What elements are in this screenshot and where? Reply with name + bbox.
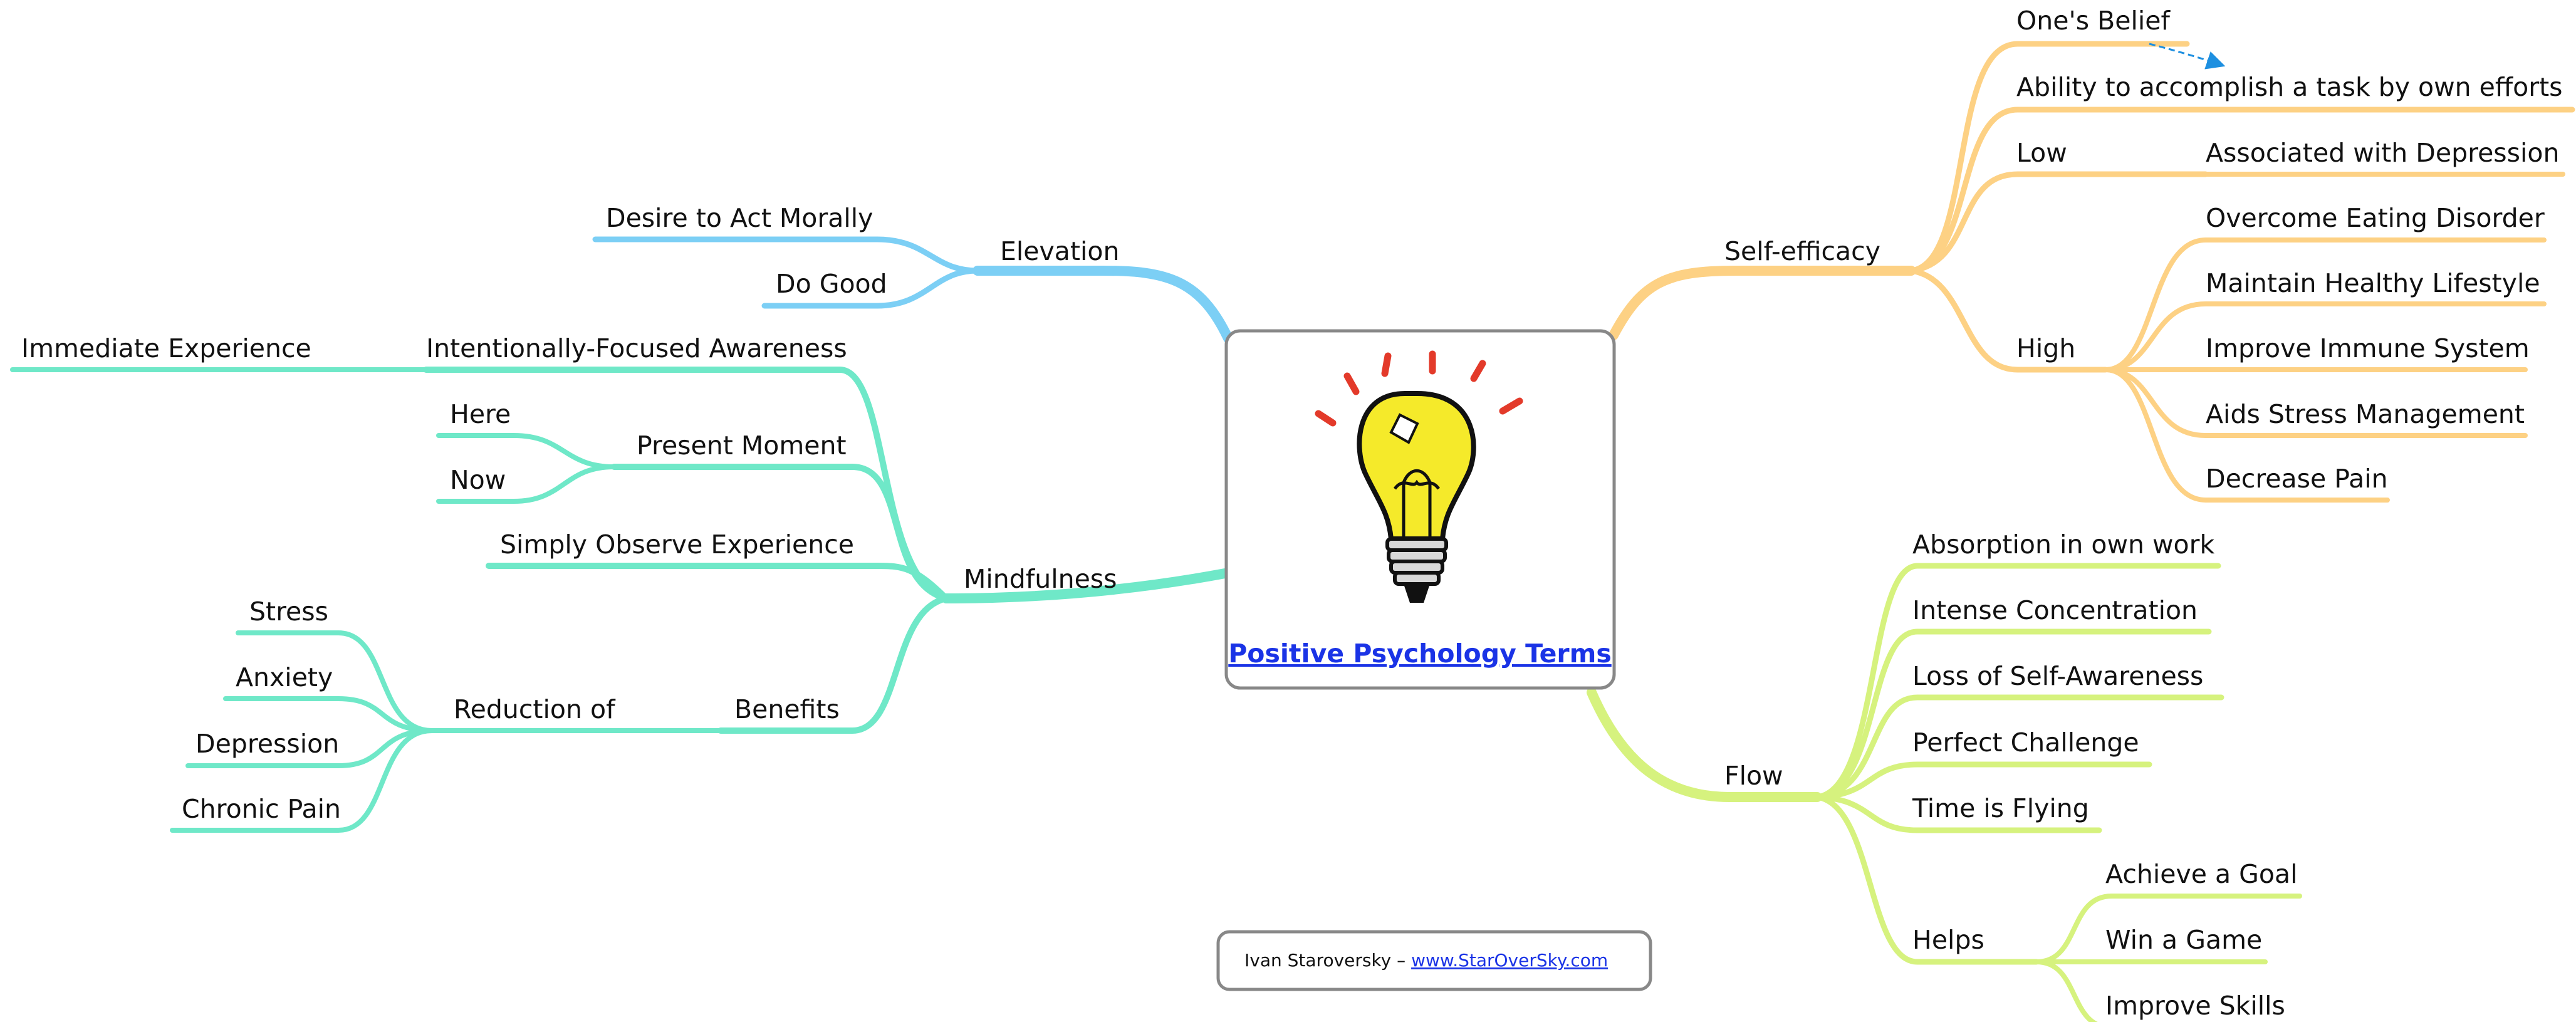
connector-self-awareness [1814, 694, 2224, 800]
topic-absorption[interactable]: Absorption in own work [1912, 529, 2214, 560]
credit-site-link[interactable]: www.StarOverSky.com [1411, 950, 1608, 971]
topic-ability[interactable]: Ability to accomplish a task by own effo… [2016, 72, 2563, 102]
topic-associated-with-depression[interactable]: Associated with Depression [2206, 138, 2559, 168]
topic-now[interactable]: Now [450, 465, 506, 495]
connector-benefits [717, 595, 949, 734]
connector-stress-mgmt [2103, 367, 2528, 438]
credit-author: Ivan Staroversky – [1244, 950, 1411, 971]
branch-flow [1587, 563, 2302, 1022]
topic-present-moment[interactable]: Present Moment [637, 430, 847, 461]
connector-belief [1908, 41, 2190, 274]
topic-here[interactable]: Here [450, 399, 511, 429]
connector-lifestyle [2103, 301, 2547, 372]
topic-elevation[interactable]: Elevation [1000, 236, 1119, 266]
connector-do-good [761, 268, 981, 309]
topic-chronic-pain[interactable]: Chronic Pain [182, 794, 341, 824]
lightbulb-icon [1315, 350, 1523, 603]
connector-flow [1587, 687, 1822, 802]
connector-anxiety [223, 696, 435, 733]
connector-now [436, 464, 617, 504]
topic-benefits[interactable]: Benefits [734, 694, 840, 724]
topic-stress[interactable]: Stress [249, 597, 328, 627]
topic-anxiety[interactable]: Anxiety [236, 662, 333, 692]
connector-eating [2103, 237, 2547, 372]
connector-skills [2034, 959, 2098, 1022]
connector-absorption [1814, 563, 2221, 800]
connector-time [1814, 794, 2102, 833]
topic-perfect-challenge[interactable]: Perfect Challenge [1912, 727, 2139, 758]
connector-desire [592, 236, 981, 274]
topic-reduction-of[interactable]: Reduction of [454, 694, 616, 724]
connector-ability [1908, 107, 2575, 274]
topic-win-a-game[interactable]: Win a Game [2105, 925, 2262, 955]
topic-aids-stress-management[interactable]: Aids Stress Management [2206, 399, 2525, 429]
topic-decrease-pain[interactable]: Decrease Pain [2206, 464, 2388, 494]
topic-high[interactable]: High [2016, 333, 2075, 363]
credit-text: Ivan Staroversky – www.StarOverSky.com [1244, 950, 1608, 971]
connector-decrease-pain [2103, 367, 2390, 503]
topic-overcome-eating-disorder[interactable]: Overcome Eating Disorder [2206, 203, 2545, 233]
topic-self-efficacy[interactable]: Self-efficacy [1724, 236, 1880, 266]
topic-mindfulness[interactable]: Mindfulness [964, 564, 1117, 594]
topic-simply-observe-experience[interactable]: Simply Observe Experience [500, 529, 854, 560]
topic-helps[interactable]: Helps [1912, 925, 1984, 955]
connector-self-efficacy [1609, 266, 1916, 340]
topic-do-good[interactable]: Do Good [776, 269, 887, 299]
connector-high [1908, 268, 2109, 373]
topic-intense-concentration[interactable]: Intense Concentration [1912, 595, 2198, 625]
connector-low [1908, 171, 2209, 274]
branch-elevation [592, 236, 1233, 343]
topic-ones-belief[interactable]: One's Belief [2016, 6, 2171, 36]
topic-intentionally-focused-awareness[interactable]: Intentionally-Focused Awareness [426, 333, 847, 363]
branch-mindfulness [10, 367, 1230, 833]
connector-concentration [1814, 628, 2212, 800]
topic-improve-skills[interactable]: Improve Skills [2105, 991, 2285, 1021]
topic-achieve-a-goal[interactable]: Achieve a Goal [2105, 859, 2298, 889]
central-topic-title[interactable]: Positive Psychology Terms [1228, 639, 1612, 669]
topic-depression[interactable]: Depression [196, 729, 339, 759]
topic-time-is-flying[interactable]: Time is Flying [1912, 793, 2089, 823]
topic-flow[interactable]: Flow [1724, 761, 1783, 791]
topic-improve-immune-system[interactable]: Improve Immune System [2206, 333, 2530, 363]
credit-box-frame [1216, 930, 1652, 991]
connector-depression [185, 728, 435, 768]
connector-mindfulness [941, 568, 1230, 603]
connector-goal [2034, 894, 2302, 964]
connector-present [611, 464, 949, 602]
connector-observe [486, 563, 949, 602]
relationship-arrow [2149, 43, 2226, 70]
topic-low[interactable]: Low [2016, 138, 2067, 168]
connector-here [436, 433, 617, 469]
topic-desire-to-act-morally[interactable]: Desire to Act Morally [606, 203, 873, 233]
topic-maintain-healthy-lifestyle[interactable]: Maintain Healthy Lifestyle [2206, 268, 2540, 298]
topic-immediate-experience[interactable]: Immediate Experience [21, 333, 311, 363]
connector-chronic-pain [170, 728, 435, 833]
connector-helps [1814, 794, 2040, 965]
connector-challenge [1814, 761, 2152, 800]
connector-elevation [973, 266, 1233, 343]
credit-box: Ivan Staroversky – www.StarOverSky.com [1216, 930, 1652, 991]
branch-self-efficacy [1609, 41, 2575, 503]
topic-loss-of-self-awareness[interactable]: Loss of Self-Awareness [1912, 661, 2203, 691]
connector-stress [236, 630, 435, 733]
central-topic: Positive Psychology Terms [1224, 329, 1616, 690]
